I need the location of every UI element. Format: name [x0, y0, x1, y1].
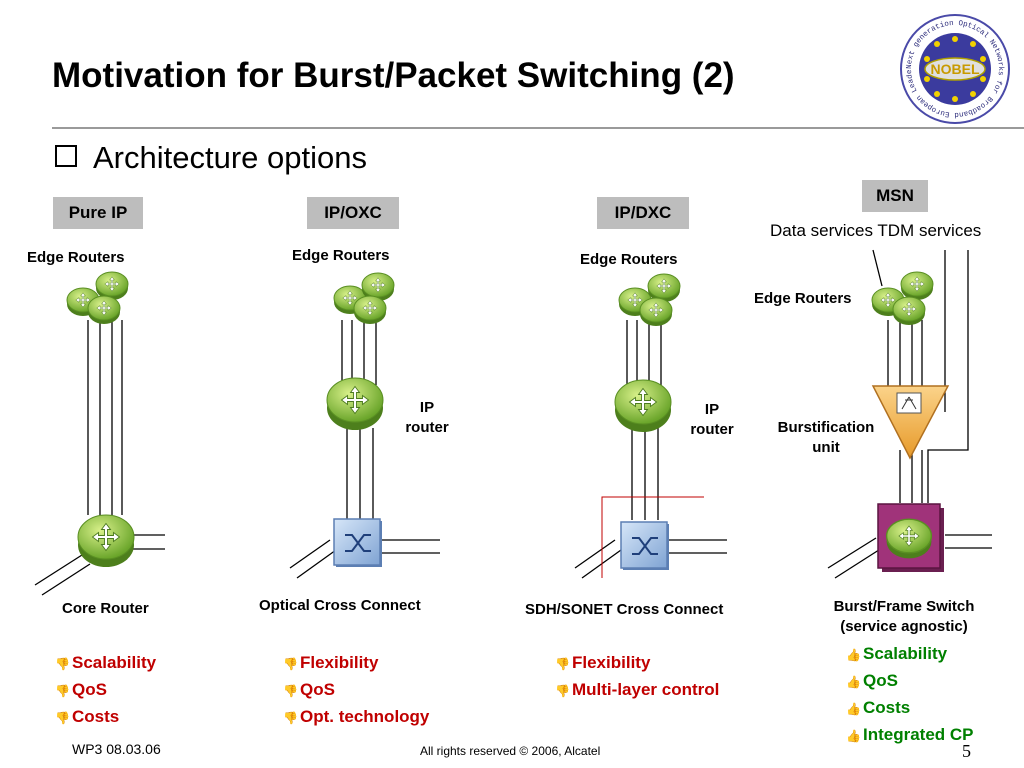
title-divider: [52, 127, 1024, 129]
optical-cross-connect-icon: [333, 518, 383, 568]
edge-router-icon: [901, 272, 933, 300]
tag-pure-ip: Pure IP: [53, 197, 143, 229]
list-item: 👎Flexibility: [283, 650, 429, 677]
list-item: 👍Scalability: [846, 641, 974, 668]
page-title: Motivation for Burst/Packet Switching (2…: [52, 56, 735, 95]
core-router-label: Core Router: [62, 600, 149, 617]
thumbs-down-icon: 👎: [283, 684, 298, 698]
list-item: 👍Costs: [846, 695, 974, 722]
list-item: 👎Opt. technology: [283, 704, 429, 731]
ip-dxc-diagram: [574, 274, 727, 579]
footer-copyright: All rights reserved © 2006, Alcatel: [420, 744, 601, 758]
bullet-heading: Architecture options: [55, 140, 367, 176]
thumbs-down-icon: 👎: [55, 684, 70, 698]
ip-dxc-list: 👎Flexibility 👎Multi-layer control: [555, 650, 719, 704]
burst-frame-switch-icon: [877, 503, 944, 572]
list-item: 👎Scalability: [55, 650, 156, 677]
list-item: 👍QoS: [846, 668, 974, 695]
edge-router-icon: [88, 296, 120, 324]
thumbs-up-icon: 👍: [846, 702, 861, 716]
edge-routers-label: Edge Routers: [292, 247, 390, 264]
highlight-bracket: [601, 496, 704, 578]
ip-oxc-diagram: [289, 273, 440, 579]
thumbs-down-icon: 👎: [283, 711, 298, 725]
thumbs-up-icon: 👍: [846, 729, 861, 743]
burstification-unit-label: Burstification unit: [777, 419, 875, 456]
edge-router-icon: [893, 297, 925, 325]
list-item: 👎Multi-layer control: [555, 677, 719, 704]
msn-list: 👍Scalability 👍QoS 👍Costs 👍Integrated CP: [846, 641, 974, 749]
thumbs-up-icon: 👍: [846, 675, 861, 689]
pure-ip-diagram: [34, 272, 165, 596]
footer-left: WP3 08.03.06: [72, 741, 161, 757]
thumbs-down-icon: 👎: [283, 657, 298, 671]
tag-ip-dxc: IP/DXC: [597, 197, 689, 229]
optical-cross-connect-label: Optical Cross Connect: [259, 597, 421, 614]
thumbs-down-icon: 👎: [555, 657, 570, 671]
ip-router-icon: [615, 380, 671, 432]
core-router-icon: [78, 515, 134, 567]
bullet-text: Architecture options: [93, 140, 367, 175]
list-item: 👎QoS: [283, 677, 429, 704]
list-item: 👎Flexibility: [555, 650, 719, 677]
list-item: 👎QoS: [55, 677, 156, 704]
services-label: Data services TDM services: [770, 221, 982, 240]
sdh-sonet-cross-connect-label: SDH/SONET Cross Connect: [525, 601, 724, 618]
pure-ip-list: 👎Scalability 👎QoS 👎Costs: [55, 650, 156, 731]
ip-router-label: IP router: [690, 401, 734, 438]
checkbox-bullet-icon: [55, 145, 77, 167]
burstification-unit-icon: [871, 385, 950, 460]
thumbs-down-icon: 👎: [555, 684, 570, 698]
msn-diagram: [827, 249, 992, 579]
tag-msn: MSN: [862, 180, 928, 212]
ip-router-icon: [327, 378, 383, 430]
list-item: 👎Costs: [55, 704, 156, 731]
sdh-sonet-cross-connect-icon: [620, 521, 670, 571]
nobel-logo: Next generation Optical Networks for Bro…: [898, 12, 1010, 124]
thumbs-down-icon: 👎: [55, 657, 70, 671]
edge-routers-label: Edge Routers: [27, 249, 125, 266]
burst-frame-switch-label: Burst/Frame Switch (service agnostic): [833, 598, 975, 635]
edge-routers-label: Edge Routers: [580, 251, 678, 268]
ip-router-label: IP router: [405, 399, 449, 436]
list-item: 👍Integrated CP: [846, 722, 974, 749]
thumbs-down-icon: 👎: [55, 711, 70, 725]
logo-center-text: NOBEL: [931, 61, 980, 77]
page-number: 5: [962, 741, 971, 761]
edge-routers-label: Edge Routers: [754, 290, 852, 307]
tag-ip-oxc: IP/OXC: [307, 197, 399, 229]
edge-router-icon: [354, 296, 386, 324]
thumbs-up-icon: 👍: [846, 648, 861, 662]
ip-oxc-list: 👎Flexibility 👎QoS 👎Opt. technology: [283, 650, 429, 731]
logo-stars: [924, 36, 986, 102]
edge-router-icon: [640, 298, 672, 326]
